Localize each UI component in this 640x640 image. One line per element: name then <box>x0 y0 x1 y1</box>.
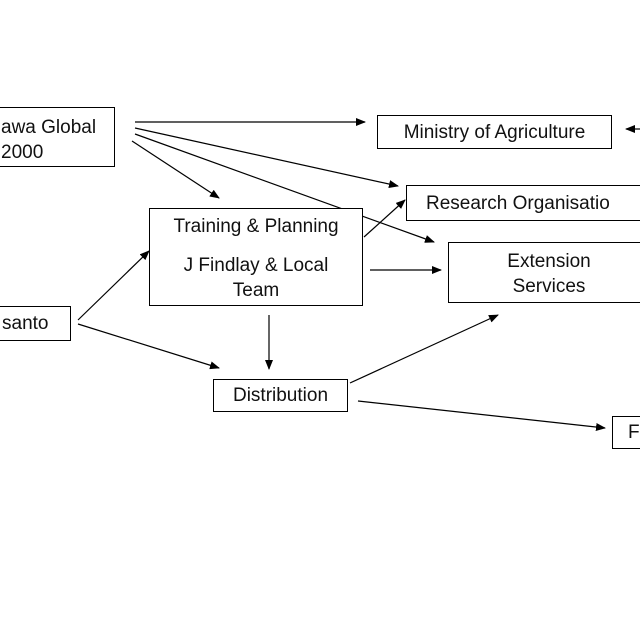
node-training-line-2: J Findlay & Local <box>183 255 329 276</box>
arrow-distribution-to-extension <box>349 314 499 384</box>
arrow-distribution-to-farmers <box>357 400 606 431</box>
node-farmers-label: F <box>628 422 640 443</box>
node-ministry-of-agriculture: Ministry of Agriculture <box>377 115 612 149</box>
arrow-sasakawa-to-research <box>134 127 399 188</box>
node-extension-line-1: Extension <box>507 251 591 272</box>
node-sasakawa-line-2: 2000 <box>1 142 44 163</box>
node-training-line-3: Team <box>232 280 280 301</box>
node-sasakawa-line-1: awa Global <box>1 117 97 138</box>
node-monsanto: santo <box>0 306 71 341</box>
node-farmers: F <box>612 416 640 449</box>
node-research-organisation: Research Organisatio <box>406 185 640 221</box>
node-training-line-1: Training & Planning <box>173 216 339 237</box>
node-extension-services: Extension Services <box>448 242 640 303</box>
node-extension-line-2: Services <box>512 276 586 297</box>
arrow-monsanto-to-training <box>77 250 150 321</box>
arrow-monsanto-to-distribution <box>77 323 220 370</box>
arrow-training-to-research <box>363 199 406 238</box>
node-distribution: Distribution <box>213 379 348 412</box>
node-ministry-label: Ministry of Agriculture <box>403 122 586 143</box>
arrow-sasakawa-to-training <box>131 140 220 199</box>
node-monsanto-label: santo <box>2 313 49 334</box>
node-distribution-label: Distribution <box>232 385 329 406</box>
node-research-label: Research Organisatio <box>426 193 610 214</box>
arrow-sasakawa-to-extension <box>134 133 435 243</box>
node-sasakawa-global-2000: awa Global 2000 <box>0 107 115 167</box>
node-training-and-planning: Training & Planning J Findlay & Local Te… <box>149 208 363 306</box>
